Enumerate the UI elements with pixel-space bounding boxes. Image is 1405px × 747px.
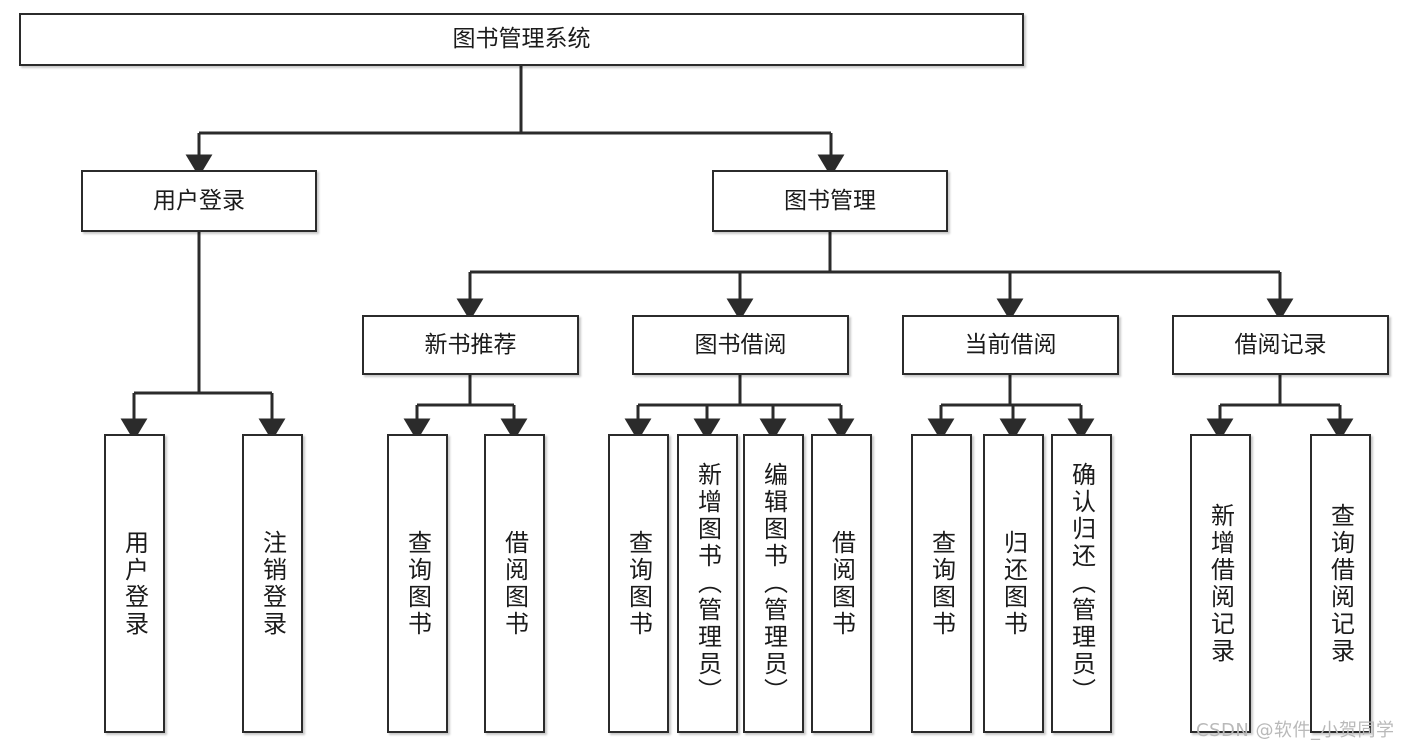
leaf-node-label: 查询图书 xyxy=(624,529,653,638)
leaf-node-label: 借阅图书 xyxy=(500,529,529,638)
node-book-management[interactable]: 图书管理 xyxy=(712,170,948,232)
leaf-node-label: 归还图书 xyxy=(999,529,1028,638)
leaf-node[interactable]: 查询图书 xyxy=(608,434,669,733)
node-book-borrow-label: 图书借阅 xyxy=(694,331,787,358)
leaf-node-label: 借阅图书 xyxy=(827,529,856,638)
node-current-borrow-label: 当前借阅 xyxy=(964,331,1057,358)
leaf-node[interactable]: 查询图书 xyxy=(387,434,448,733)
leaf-node-label: 新增图书（管理员） xyxy=(693,462,722,705)
node-borrow-record[interactable]: 借阅记录 xyxy=(1172,315,1389,375)
node-root-label: 图书管理系统 xyxy=(452,26,591,53)
leaf-node-label: 新增借阅记录 xyxy=(1206,502,1235,665)
node-book-borrow[interactable]: 图书借阅 xyxy=(632,315,849,375)
leaf-node[interactable]: 归还图书 xyxy=(983,434,1044,733)
watermark: CSDN @软件_小贺同学 xyxy=(1196,720,1395,741)
node-user-login-label: 用户登录 xyxy=(153,187,245,214)
leaf-node[interactable]: 确认归还（管理员） xyxy=(1051,434,1112,733)
leaf-node-label: 查询图书 xyxy=(403,529,432,638)
leaf-node[interactable]: 查询借阅记录 xyxy=(1310,434,1371,733)
node-current-borrow[interactable]: 当前借阅 xyxy=(902,315,1119,375)
leaf-node[interactable]: 查询图书 xyxy=(911,434,972,733)
leaf-node-label: 用户登录 xyxy=(120,529,149,638)
leaf-node[interactable]: 借阅图书 xyxy=(484,434,545,733)
leaf-node[interactable]: 用户登录 xyxy=(104,434,165,733)
leaf-node-label: 注销登录 xyxy=(258,529,287,638)
leaf-node[interactable]: 新增借阅记录 xyxy=(1190,434,1251,733)
leaf-node[interactable]: 新增图书（管理员） xyxy=(677,434,738,733)
leaf-node-label: 查询借阅记录 xyxy=(1326,502,1355,665)
leaf-node[interactable]: 借阅图书 xyxy=(811,434,872,733)
leaf-node-label: 确认归还（管理员） xyxy=(1067,462,1096,705)
leaf-node[interactable]: 注销登录 xyxy=(242,434,303,733)
node-user-login[interactable]: 用户登录 xyxy=(81,170,317,232)
node-new-book-recommend[interactable]: 新书推荐 xyxy=(362,315,579,375)
node-root[interactable]: 图书管理系统 xyxy=(19,13,1024,66)
leaf-node-label: 查询图书 xyxy=(927,529,956,638)
node-borrow-record-label: 借阅记录 xyxy=(1234,331,1327,358)
node-new-book-recommend-label: 新书推荐 xyxy=(424,331,517,358)
leaf-node-label: 编辑图书（管理员） xyxy=(759,462,788,705)
node-book-management-label: 图书管理 xyxy=(784,187,876,214)
leaf-node[interactable]: 编辑图书（管理员） xyxy=(743,434,804,733)
